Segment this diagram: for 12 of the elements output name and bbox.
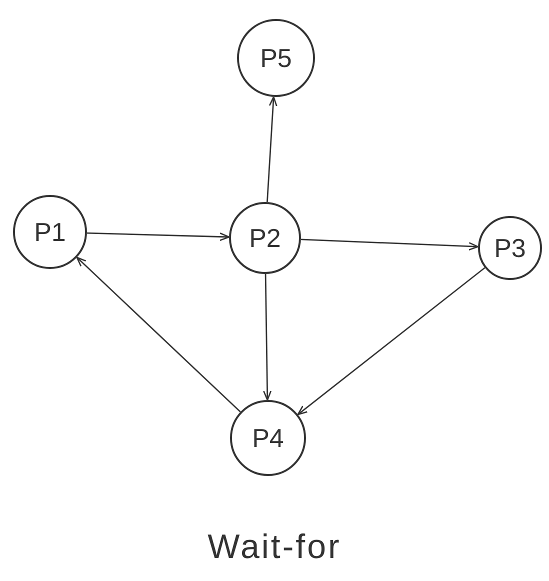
node-label: P1 <box>34 216 66 248</box>
arrow <box>300 238 479 251</box>
arrow <box>76 256 241 412</box>
node-label: P4 <box>252 422 284 454</box>
node-label: P3 <box>494 232 526 264</box>
node-label: P2 <box>249 222 281 254</box>
node-label: P5 <box>260 42 292 74</box>
caption: Wait-for <box>208 528 342 566</box>
arrow <box>266 96 278 202</box>
arrow <box>263 274 272 401</box>
arrow <box>297 267 486 416</box>
arrow <box>86 232 230 242</box>
